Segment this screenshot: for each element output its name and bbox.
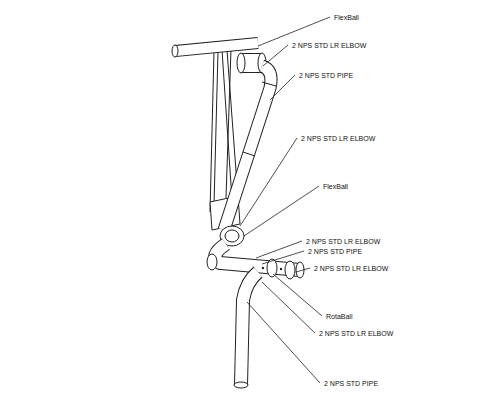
- part-label: 2 NPS STD LR ELBOW: [313, 264, 389, 273]
- leader-line: [262, 282, 315, 333]
- vertical-pipe: [234, 272, 258, 388]
- leader-line: [240, 138, 297, 226]
- part-label: 2 NPS STD LR ELBOW: [300, 134, 376, 143]
- diagonal-pipe: [224, 66, 276, 230]
- leader-line: [247, 302, 320, 383]
- part-label: 2 NPS STD PIPE: [323, 379, 379, 388]
- leader-line: [256, 241, 302, 258]
- part-label: 2 NPS STD LR ELBOW: [305, 237, 381, 246]
- leader-line: [296, 268, 310, 272]
- leader-line: [270, 75, 295, 100]
- part-label: 2 NPS STD PIPE: [298, 71, 354, 80]
- part-label: FlexBall: [322, 182, 349, 191]
- part-label: 2 NPS STD LR ELBOW: [318, 329, 394, 338]
- part-label: 2 NPS STD PIPE: [307, 247, 363, 256]
- leader-line: [262, 251, 304, 264]
- part-label: RotaBall: [325, 312, 353, 321]
- leader-line: [244, 186, 319, 236]
- part-label: 2 NPS STD LR ELBOW: [291, 41, 367, 50]
- leader-line: [273, 274, 322, 316]
- part-label: FlexBall: [333, 13, 360, 22]
- leader-line: [263, 45, 288, 66]
